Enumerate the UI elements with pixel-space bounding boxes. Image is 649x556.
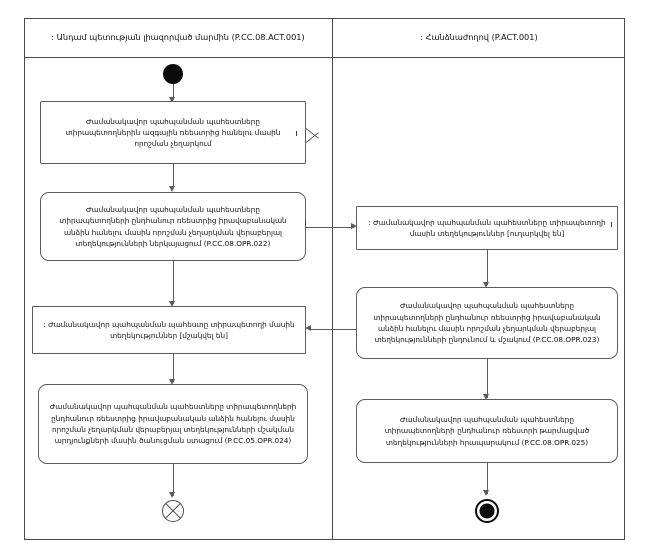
edge-right2-to-left3 — [309, 329, 358, 330]
node-right-1-tick — [611, 222, 612, 227]
edge-right1-to-right2 — [487, 250, 488, 285]
swimlane-header-left: : Անդամ պետության լիազորված մարմին (P.CC… — [51, 32, 305, 43]
node-left-4[interactable]: Ժամանակավոր պահպանման պահեստները տիրապետ… — [38, 384, 308, 464]
edge-left2-to-left3 — [173, 261, 174, 304]
edge-left2-to-right1 — [306, 227, 354, 228]
arrowhead-right2 — [483, 282, 490, 288]
swimlane-frame — [24, 18, 625, 540]
arrowhead-left4 — [169, 379, 176, 385]
initial-node[interactable] — [163, 64, 183, 84]
arrowhead-left3-incoming — [305, 325, 311, 332]
arrowhead-left3 — [169, 301, 176, 307]
flow-final-node[interactable] — [162, 500, 184, 522]
arrowhead-right-end — [483, 490, 490, 496]
swimlane-divider — [332, 18, 333, 540]
swimlane-header-rule — [24, 57, 625, 58]
arrowhead-left-end — [169, 492, 176, 498]
arrowhead-right3 — [483, 394, 490, 400]
note-tick-marker — [296, 131, 297, 136]
edge-left3-to-left4 — [173, 354, 174, 382]
arrowhead-left2 — [169, 186, 176, 192]
node-left-1[interactable]: Ժամանակավոր պահպանման պահեստները տիրապետ… — [40, 101, 306, 164]
edge-left4-to-end — [173, 464, 174, 496]
arrowhead-right1 — [351, 223, 357, 230]
node-right-2[interactable]: Ժամանակավոր պահպանման պահեստները տիրապետ… — [356, 287, 618, 359]
edge-left1-to-left2 — [173, 164, 174, 188]
node-right-1[interactable]: : Ժամանակավոր պահպանման պահեստները տիրապ… — [356, 206, 618, 250]
activity-final-node[interactable] — [475, 499, 499, 523]
swimlane-header-right: : Հանձնաժողով (P.ACT.001) — [420, 32, 538, 43]
node-left-2-tick — [305, 221, 306, 226]
node-right-3[interactable]: Ժամանակավոր պահպանման պահեստները տիրապետ… — [356, 399, 618, 463]
arrowhead-left1 — [169, 97, 176, 103]
chevron-right-icon — [306, 122, 320, 148]
node-left-2[interactable]: Ժամանակավոր պահպանման պահեստները տիրապետ… — [40, 192, 306, 261]
edge-initial-to-left1 — [173, 84, 174, 99]
edge-right2-to-right3 — [487, 359, 488, 398]
node-left-3[interactable]: : Ժամանակավոր պահպանման պահեստը տիրապետո… — [32, 306, 306, 354]
edge-right3-to-end — [487, 463, 488, 494]
